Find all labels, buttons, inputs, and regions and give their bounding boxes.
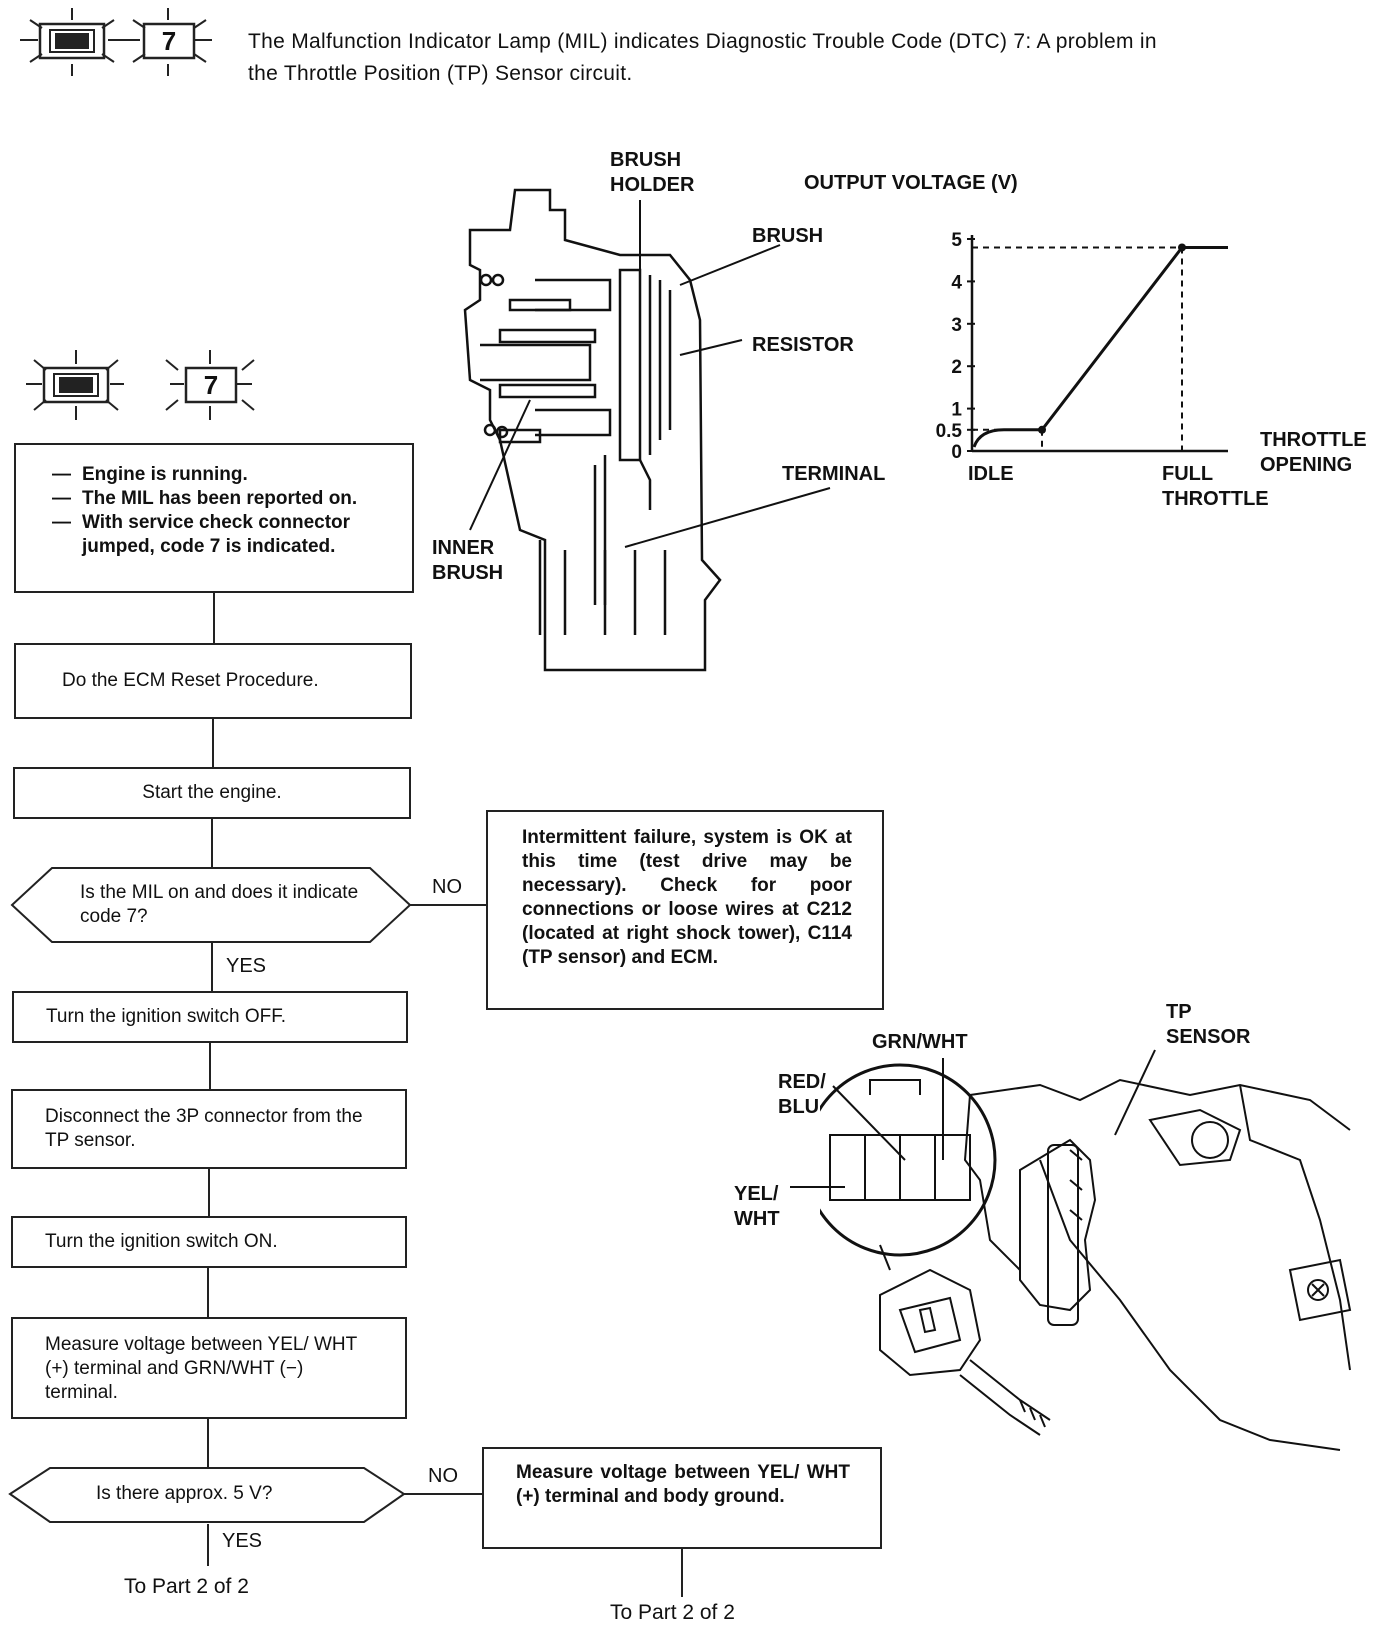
label-brush-holder-line1: BRUSH [610,149,682,171]
condition-item: Engine is running. [52,463,398,487]
step-ignition-on-text: Turn the ignition switch ON. [45,1231,278,1252]
x-axis-label: THROTTLE OPENING [1260,428,1367,478]
x-tick-full-line2: THROTTLE [1162,488,1269,510]
header-line-2: the Throttle Position (TP) Sensor circui… [248,62,633,85]
y-tick-label: 1 [951,400,962,421]
idle-point [1038,425,1046,434]
side-mil-indicator: 7 [20,350,270,422]
step-ignition-off-text: Turn the ignition switch OFF. [46,1006,287,1027]
label-tp-sensor-line2: SENSOR [1166,1026,1251,1048]
label-inner-brush-line1: INNER [432,537,495,559]
yes-label-1: YES [226,955,267,977]
mil-blink-icon [20,8,212,76]
x-axis-label-line2: OPENING [1260,454,1353,476]
x-axis-label-line1: THROTTLE [1260,429,1367,451]
label-tp-sensor-line1: TP [1166,1001,1192,1023]
intermittent-failure-text: Intermittent failure, system is OK at th… [522,827,852,968]
to-part-2-left: To Part 2 of 2 [124,1575,249,1598]
step-measure-voltage-2: Measure voltage between YEL/ WHT (+) ter… [482,1447,882,1549]
to-part-2-right: To Part 2 of 2 [610,1601,735,1624]
graph-title: OUTPUT VOLTAGE (V) [804,172,1018,194]
intermittent-failure-box: Intermittent failure, system is OK at th… [486,810,884,1010]
x-tick-full-line1: FULL [1162,463,1214,485]
yes-label-2: YES [222,1530,263,1552]
step-start-engine: Start the engine. [13,767,411,819]
label-brush-holder-line2: HOLDER [610,174,695,196]
step-ignition-off: Turn the ignition switch OFF. [12,991,408,1043]
no-label-2: NO [428,1465,458,1487]
y-tick-label: 5 [951,230,962,251]
label-inner-brush-line2: BRUSH [432,562,504,584]
side-code-badge: 7 [203,370,219,400]
label-yel-wht-line1: YEL/ [734,1183,779,1205]
y-tick-label: 3 [951,315,962,336]
label-yel-wht-line2: WHT [734,1208,780,1230]
output-voltage-line [972,245,1228,448]
no-label-1: NO [432,876,462,898]
decision-shape-1 [10,867,412,943]
header-description: The Malfunction Indicator Lamp (MIL) ind… [248,26,1358,90]
condition-item: The MIL has been reported on. [52,487,398,511]
step-start-engine-text: Start the engine. [142,782,282,803]
step-disconnect-text: Disconnect the 3P connector from the TP … [45,1106,363,1151]
output-voltage-chart: 00.51 2 3 4 5 [936,230,1228,463]
header-code-badge: 7 [161,26,177,56]
label-red-blu-line2: BLU [778,1096,820,1118]
step-measure-1-text: Measure voltage between YEL/ WHT (+) ter… [45,1334,357,1403]
decision-2-text: Is there approx. 5 V? [96,1483,273,1504]
step-disconnect-connector: Disconnect the 3P connector from the TP … [11,1089,407,1169]
header-mil-indicator: 7 [10,6,220,78]
x-tick-full-throttle: FULL THROTTLE [1162,462,1269,512]
y-tick-label: 0 [951,442,962,463]
step-ecm-reset: Do the ECM Reset Procedure. [14,643,412,719]
label-red-blu-line1: RED/ [778,1071,826,1093]
header-line-1: The Malfunction Indicator Lamp (MIL) ind… [248,30,1157,53]
label-brush-holder: BRUSH HOLDER [610,148,694,198]
tp-sensor-cutaway-diagram [463,188,722,672]
conditions-box: Engine is running. The MIL has been repo… [14,443,414,593]
label-terminal: TERMINAL [782,463,886,485]
label-inner-brush: INNER BRUSH [432,536,503,586]
step-ignition-on: Turn the ignition switch ON. [11,1216,407,1268]
x-tick-idle: IDLE [968,463,1014,485]
y-tick-label: 4 [951,272,962,293]
conditions-list: Engine is running. The MIL has been repo… [52,463,398,559]
step-measure-2-text: Measure voltage between YEL/ WHT (+) ter… [516,1462,850,1507]
engine-tp-sensor-diagram [820,1063,1352,1451]
decision-shape-2 [8,1467,406,1523]
decision-1-text: Is the MIL on and does it indicate code … [80,882,359,927]
y-tick-label: 2 [951,357,962,378]
label-grn-wht: GRN/WHT [872,1031,968,1053]
label-yel-wht: YEL/ WHT [734,1182,780,1232]
y-tick-label: 0.5 [936,421,963,442]
label-resistor: RESISTOR [752,334,854,356]
label-brush: BRUSH [752,225,824,247]
mil-blink-icon [26,350,255,420]
full-throttle-point [1178,243,1186,252]
label-red-blu: RED/ BLU [778,1070,826,1120]
label-tp-sensor: TP SENSOR [1166,1000,1250,1050]
step-ecm-reset-text: Do the ECM Reset Procedure. [62,670,319,691]
condition-item: With service check connector jumped, cod… [52,511,398,559]
step-measure-voltage-1: Measure voltage between YEL/ WHT (+) ter… [11,1317,407,1419]
